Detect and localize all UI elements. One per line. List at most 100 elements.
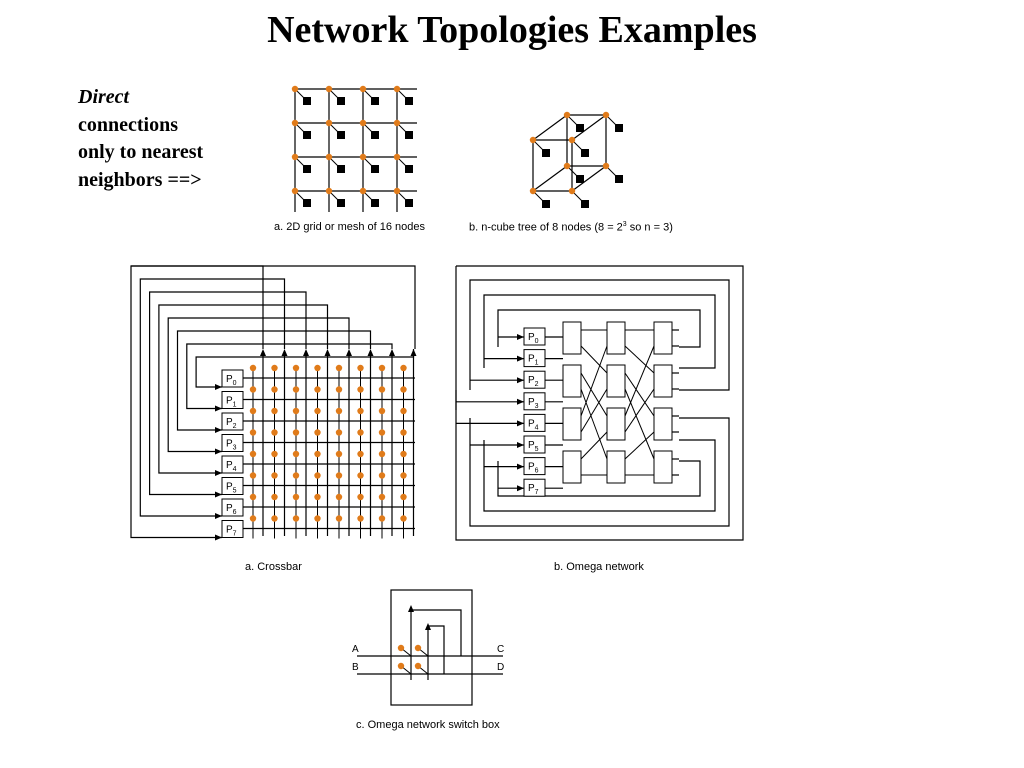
grid-switch-square (371, 165, 379, 173)
cube-switch-square (615, 175, 623, 183)
crosspoint-node (357, 364, 364, 372)
processor-index: 2 (535, 381, 539, 388)
crossbar-processor-4: P4 (221, 455, 244, 474)
cube-switch-square (542, 149, 550, 157)
crosspoint-node (314, 515, 321, 522)
processor-box (523, 457, 546, 476)
crosspoint-node (314, 493, 321, 501)
crosspoint-node (292, 493, 300, 501)
omega-shuffle-wire (580, 372, 608, 417)
crosspoint-node (378, 407, 386, 415)
crosspoint-node (271, 386, 278, 393)
crosspoint-node (378, 364, 386, 372)
omega-switch-box (653, 450, 673, 484)
omega-processor-1: P1 (523, 349, 546, 368)
omega-loop (469, 417, 730, 527)
processor-label: P5 (528, 440, 539, 453)
processor-label: P6 (528, 462, 539, 475)
omega-switch-box (653, 321, 673, 355)
side-note-line-4: neighbors ==> (78, 168, 202, 191)
omega-loop (469, 279, 730, 391)
processor-box (221, 455, 244, 474)
processor-index: 3 (233, 445, 237, 452)
processor-label: P6 (226, 503, 237, 516)
cube-switch-square (581, 149, 589, 157)
arrowhead (517, 463, 524, 470)
omega-switch-box (606, 407, 626, 441)
omega-switch-box (562, 364, 582, 398)
omega-outer-frame (455, 265, 744, 541)
processor-label: P3 (528, 397, 539, 410)
processor-label: P1 (226, 396, 237, 409)
crosspoint-node (249, 407, 257, 415)
arrowhead (517, 398, 524, 405)
cube-switch-square (615, 124, 623, 132)
crosspoint-node (271, 450, 278, 458)
processor-label: P3 (226, 439, 237, 452)
crosspoint-node (335, 429, 343, 436)
crossbar-processor-5: P5 (221, 477, 244, 495)
crosspoint-node (378, 429, 386, 436)
processor-label: P0 (528, 332, 539, 345)
omega-loop (483, 439, 716, 512)
grid-node (325, 153, 333, 161)
crosspoint-node (335, 515, 343, 522)
crosspoint-node (292, 386, 300, 393)
crosspoint-node (400, 472, 407, 479)
processor-box (523, 370, 546, 389)
cube-node (568, 187, 576, 195)
arrowhead (367, 349, 374, 356)
arrowhead (215, 427, 222, 433)
processor-index: 4 (535, 424, 539, 431)
omega-switch-box (606, 364, 626, 398)
grid-switch-square (405, 131, 413, 139)
switchbox-node (397, 644, 405, 652)
arrowhead (517, 377, 524, 384)
processor-label: P7 (226, 525, 237, 538)
arrowhead (215, 491, 222, 498)
crosspoint-node (335, 493, 343, 501)
processor-index: 4 (233, 466, 237, 473)
grid-switch-square (303, 199, 311, 207)
crosspoint-node (271, 493, 278, 501)
grid-node (393, 85, 401, 93)
cube-edge (571, 165, 607, 192)
switchbox-label-b: B (352, 662, 359, 673)
arrowhead (215, 470, 222, 476)
feedback-loop (139, 278, 286, 517)
cube-node (529, 136, 537, 144)
arrowhead (389, 349, 395, 356)
crosspoint-node (292, 515, 300, 522)
cube-edge (571, 114, 607, 141)
crosspoint-node (249, 472, 257, 479)
grid-node (393, 119, 401, 127)
switchbox-wire (428, 625, 445, 674)
omega-processor-7: P7 (523, 478, 546, 497)
processor-box (221, 369, 244, 388)
crosspoint-node (249, 429, 257, 436)
omega-switch-box (562, 450, 582, 484)
feedback-loop (149, 291, 307, 496)
cube-node (568, 136, 576, 144)
grid-switch-square (405, 97, 413, 105)
processor-index: 0 (233, 380, 237, 387)
processor-box (523, 392, 546, 411)
crosspoint-node (292, 407, 300, 415)
page-title: Network Topologies Examples (267, 9, 757, 51)
processor-index: 1 (233, 402, 237, 409)
side-note: Direct connections only to nearest neigh… (78, 84, 203, 194)
omega-shuffle-wire (624, 388, 655, 460)
grid-switch-square (371, 199, 379, 207)
crosspoint-node (314, 386, 321, 393)
processor-label: P1 (528, 354, 539, 367)
omega-shuffle-wire (580, 345, 608, 374)
processor-index: 7 (535, 489, 539, 496)
switchbox-label-a: A (352, 644, 359, 655)
processor-label: P4 (226, 460, 237, 473)
crosspoint-node (357, 515, 364, 522)
crosspoint-node (249, 493, 257, 501)
grid-node (393, 153, 401, 161)
omega-processor-3: P3 (523, 392, 546, 411)
